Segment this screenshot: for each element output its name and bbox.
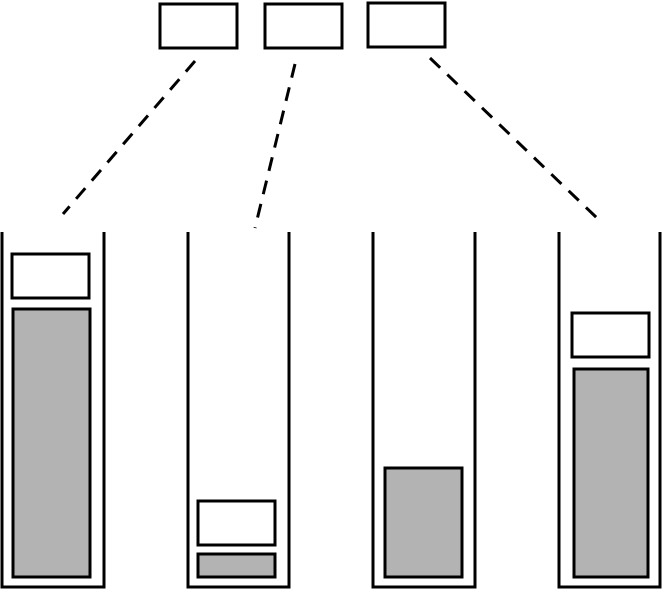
tube-3-wall [371,232,477,589]
top-block-1 [158,2,239,50]
top-block-3 [366,1,447,49]
connector-1 [61,60,197,215]
top-blocks [158,1,447,50]
tube-1-gray-fill [11,307,92,579]
connector-3 [428,56,599,220]
tube-2-wall [186,232,291,589]
connector-2 [253,63,297,229]
tube-4-gray-fill [572,367,650,579]
tube-1 [0,232,106,589]
tube-1-wall [0,232,106,589]
tube-3-gray-fill [383,466,464,579]
tube-3 [371,232,477,589]
tube-2-gray-fill [196,552,277,579]
tube-1-white-block [10,252,91,300]
tube-2 [186,232,291,589]
tube-4 [557,232,662,589]
tube-4-white-block [570,311,651,359]
tube-4-wall [557,232,662,589]
connectors [61,56,599,229]
top-block-2 [263,2,344,50]
tube-2-white-block [196,499,277,547]
